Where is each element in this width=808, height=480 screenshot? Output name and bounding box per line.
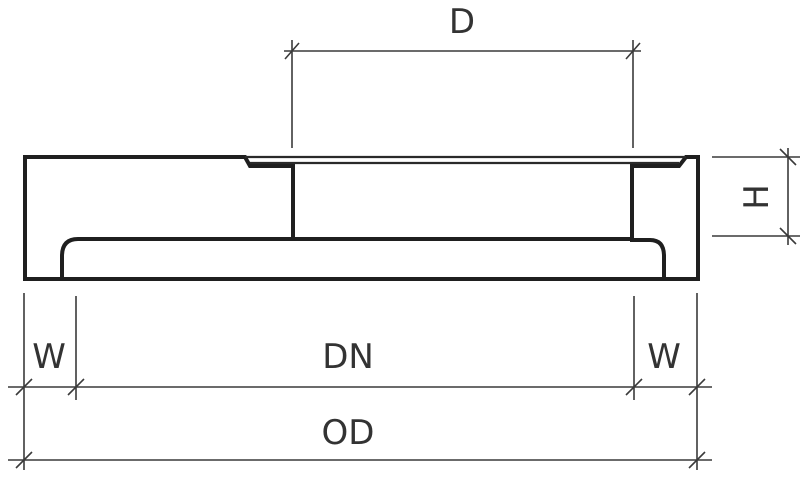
dimension-d: D	[284, 2, 641, 148]
tick-d-right	[625, 42, 641, 60]
label-w-left: W	[32, 337, 66, 377]
label-od: OD	[322, 413, 375, 453]
bottom-extension-lines	[23, 293, 698, 470]
ring-outline	[23, 155, 295, 281]
tick-h-bottom	[779, 227, 797, 245]
label-dn: DN	[322, 337, 374, 377]
tick-dn-3	[625, 378, 643, 396]
label-w-right: W	[647, 337, 681, 377]
dimension-row-od: OD	[8, 413, 712, 469]
tick-dn-2	[67, 378, 85, 396]
tick-h-top	[779, 148, 797, 166]
label-d: D	[449, 2, 475, 42]
ring-outline-right	[630, 155, 700, 281]
dimension-row-dn: W DN W	[8, 337, 712, 396]
tick-dn-1	[15, 378, 33, 396]
tick-od-right	[688, 451, 706, 469]
label-h: H	[737, 184, 777, 210]
ring-profile	[23, 155, 700, 281]
top-seat-line	[245, 155, 686, 165]
dimension-h: H	[712, 148, 800, 245]
tick-d-left	[284, 42, 300, 60]
tick-od-left	[15, 451, 33, 469]
tick-dn-4	[688, 378, 706, 396]
